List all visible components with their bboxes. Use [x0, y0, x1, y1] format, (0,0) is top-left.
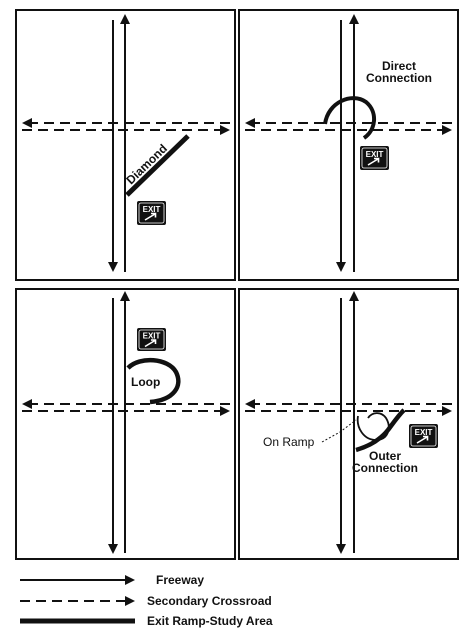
exit-ramp-loop — [126, 358, 181, 405]
ramp-label-outer-line1: Outer — [369, 449, 401, 463]
legend-ramp: Exit Ramp-Study Area — [20, 614, 273, 628]
exit-sign: EXIT — [409, 424, 438, 448]
exit-arrow-icon — [367, 157, 380, 166]
legend-crossroad-label: Secondary Crossroad — [147, 594, 272, 608]
exit-ramp-outer-connection — [355, 408, 406, 453]
legend-crossroad: Secondary Crossroad — [20, 594, 272, 608]
exit-sign: EXIT — [137, 328, 166, 351]
panel-diamond: Diamond EXIT — [15, 9, 236, 281]
panel-frame — [15, 288, 236, 560]
exit-arrow-icon — [144, 339, 157, 348]
panel-frame — [15, 9, 236, 281]
exit-ramp-direct-connection — [323, 96, 376, 140]
panel-frame — [238, 288, 459, 560]
exit-sign-text: EXIT — [143, 205, 161, 214]
on-ramp-label: On Ramp — [263, 435, 315, 449]
legend: Freeway Secondary Crossroad Exit Ramp-St… — [20, 573, 273, 628]
exit-sign-text: EXIT — [143, 332, 161, 341]
exit-ramp-diamond — [125, 134, 190, 197]
exit-sign: EXIT — [137, 201, 166, 225]
panel-direct-connection: Direct Connection EXIT — [238, 9, 459, 281]
panel-loop: Loop EXIT — [15, 288, 236, 560]
exit-arrow-icon — [144, 212, 157, 221]
ramp-label-direct-line2: Connection — [366, 71, 432, 85]
ramp-label-outer-line2: Connection — [352, 461, 418, 475]
exit-sign-text: EXIT — [366, 150, 384, 159]
legend-freeway: Freeway — [20, 573, 204, 587]
panel-outer-connection: On Ramp Outer Connection EXIT — [238, 288, 459, 560]
ramp-label-direct-line1: Direct — [382, 59, 416, 73]
exit-sign-text: EXIT — [415, 428, 433, 437]
on-ramp-leader — [321, 419, 357, 443]
legend-ramp-label: Exit Ramp-Study Area — [147, 614, 273, 628]
legend-freeway-label: Freeway — [156, 573, 204, 587]
ramp-label-diamond: Diamond — [123, 141, 170, 187]
panel-frame — [238, 9, 459, 281]
ramp-label-loop: Loop — [131, 375, 160, 389]
exit-arrow-icon — [416, 435, 429, 444]
exit-sign: EXIT — [360, 146, 389, 170]
